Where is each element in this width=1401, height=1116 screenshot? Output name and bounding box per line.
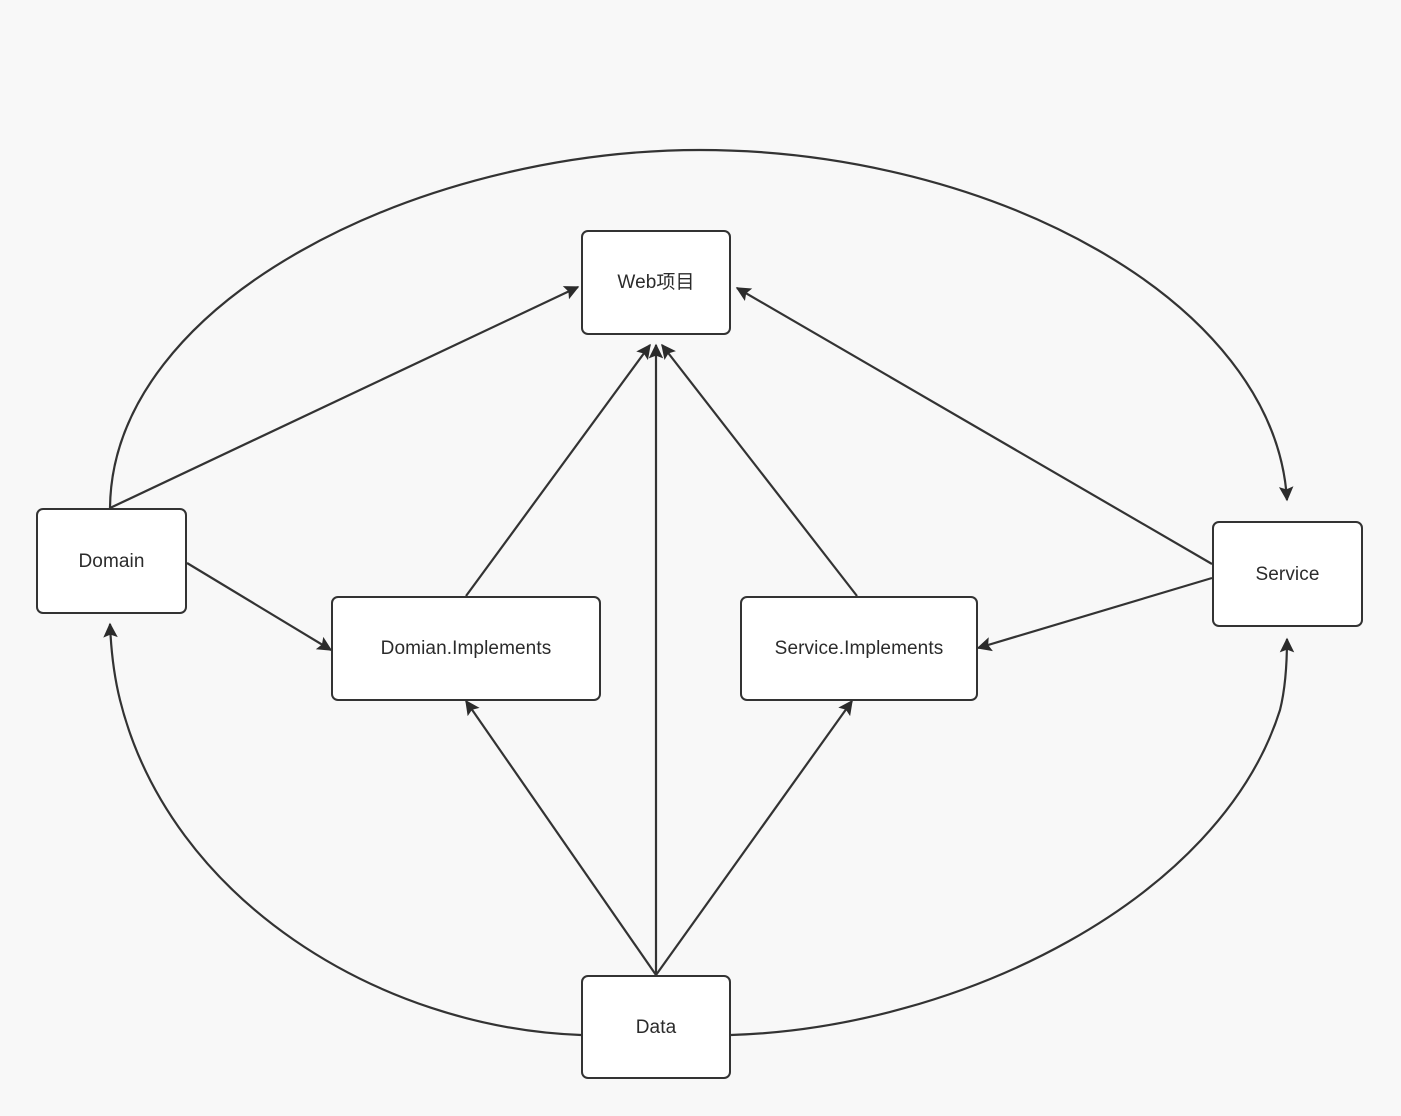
edge-data-to-service-implements xyxy=(655,699,853,976)
edge-data-to-domain xyxy=(103,622,582,1037)
node-service[interactable]: Service xyxy=(1212,521,1363,627)
edge-domain-to-domain-implements xyxy=(186,562,333,651)
edge-service-implements-to-web xyxy=(661,343,858,597)
node-domain-implements-label: Domian.Implements xyxy=(380,638,552,659)
edge-data-to-domain-implements xyxy=(465,699,657,976)
edge-service-to-service-implements xyxy=(976,576,1213,652)
node-domain-label: Domain xyxy=(78,550,145,572)
node-service-implements[interactable]: Service.Implements xyxy=(740,596,978,701)
edge-domain-to-service xyxy=(108,148,1294,509)
edge-domain-to-web xyxy=(109,286,580,509)
node-data-label: Data xyxy=(635,1016,677,1038)
edge-service-to-web xyxy=(735,287,1213,565)
node-data[interactable]: Data xyxy=(581,975,731,1079)
node-web-label: Web项目 xyxy=(617,272,695,293)
node-service-implements-label: Service.Implements xyxy=(774,638,944,659)
node-web[interactable]: Web项目 xyxy=(581,230,731,335)
edge-data-to-service xyxy=(730,637,1295,1037)
node-domain[interactable]: Domain xyxy=(36,508,187,614)
node-service-label: Service xyxy=(1255,563,1320,585)
node-domain-implements[interactable]: Domian.Implements xyxy=(331,596,601,701)
edge-domain-implements-to-web xyxy=(465,343,651,597)
